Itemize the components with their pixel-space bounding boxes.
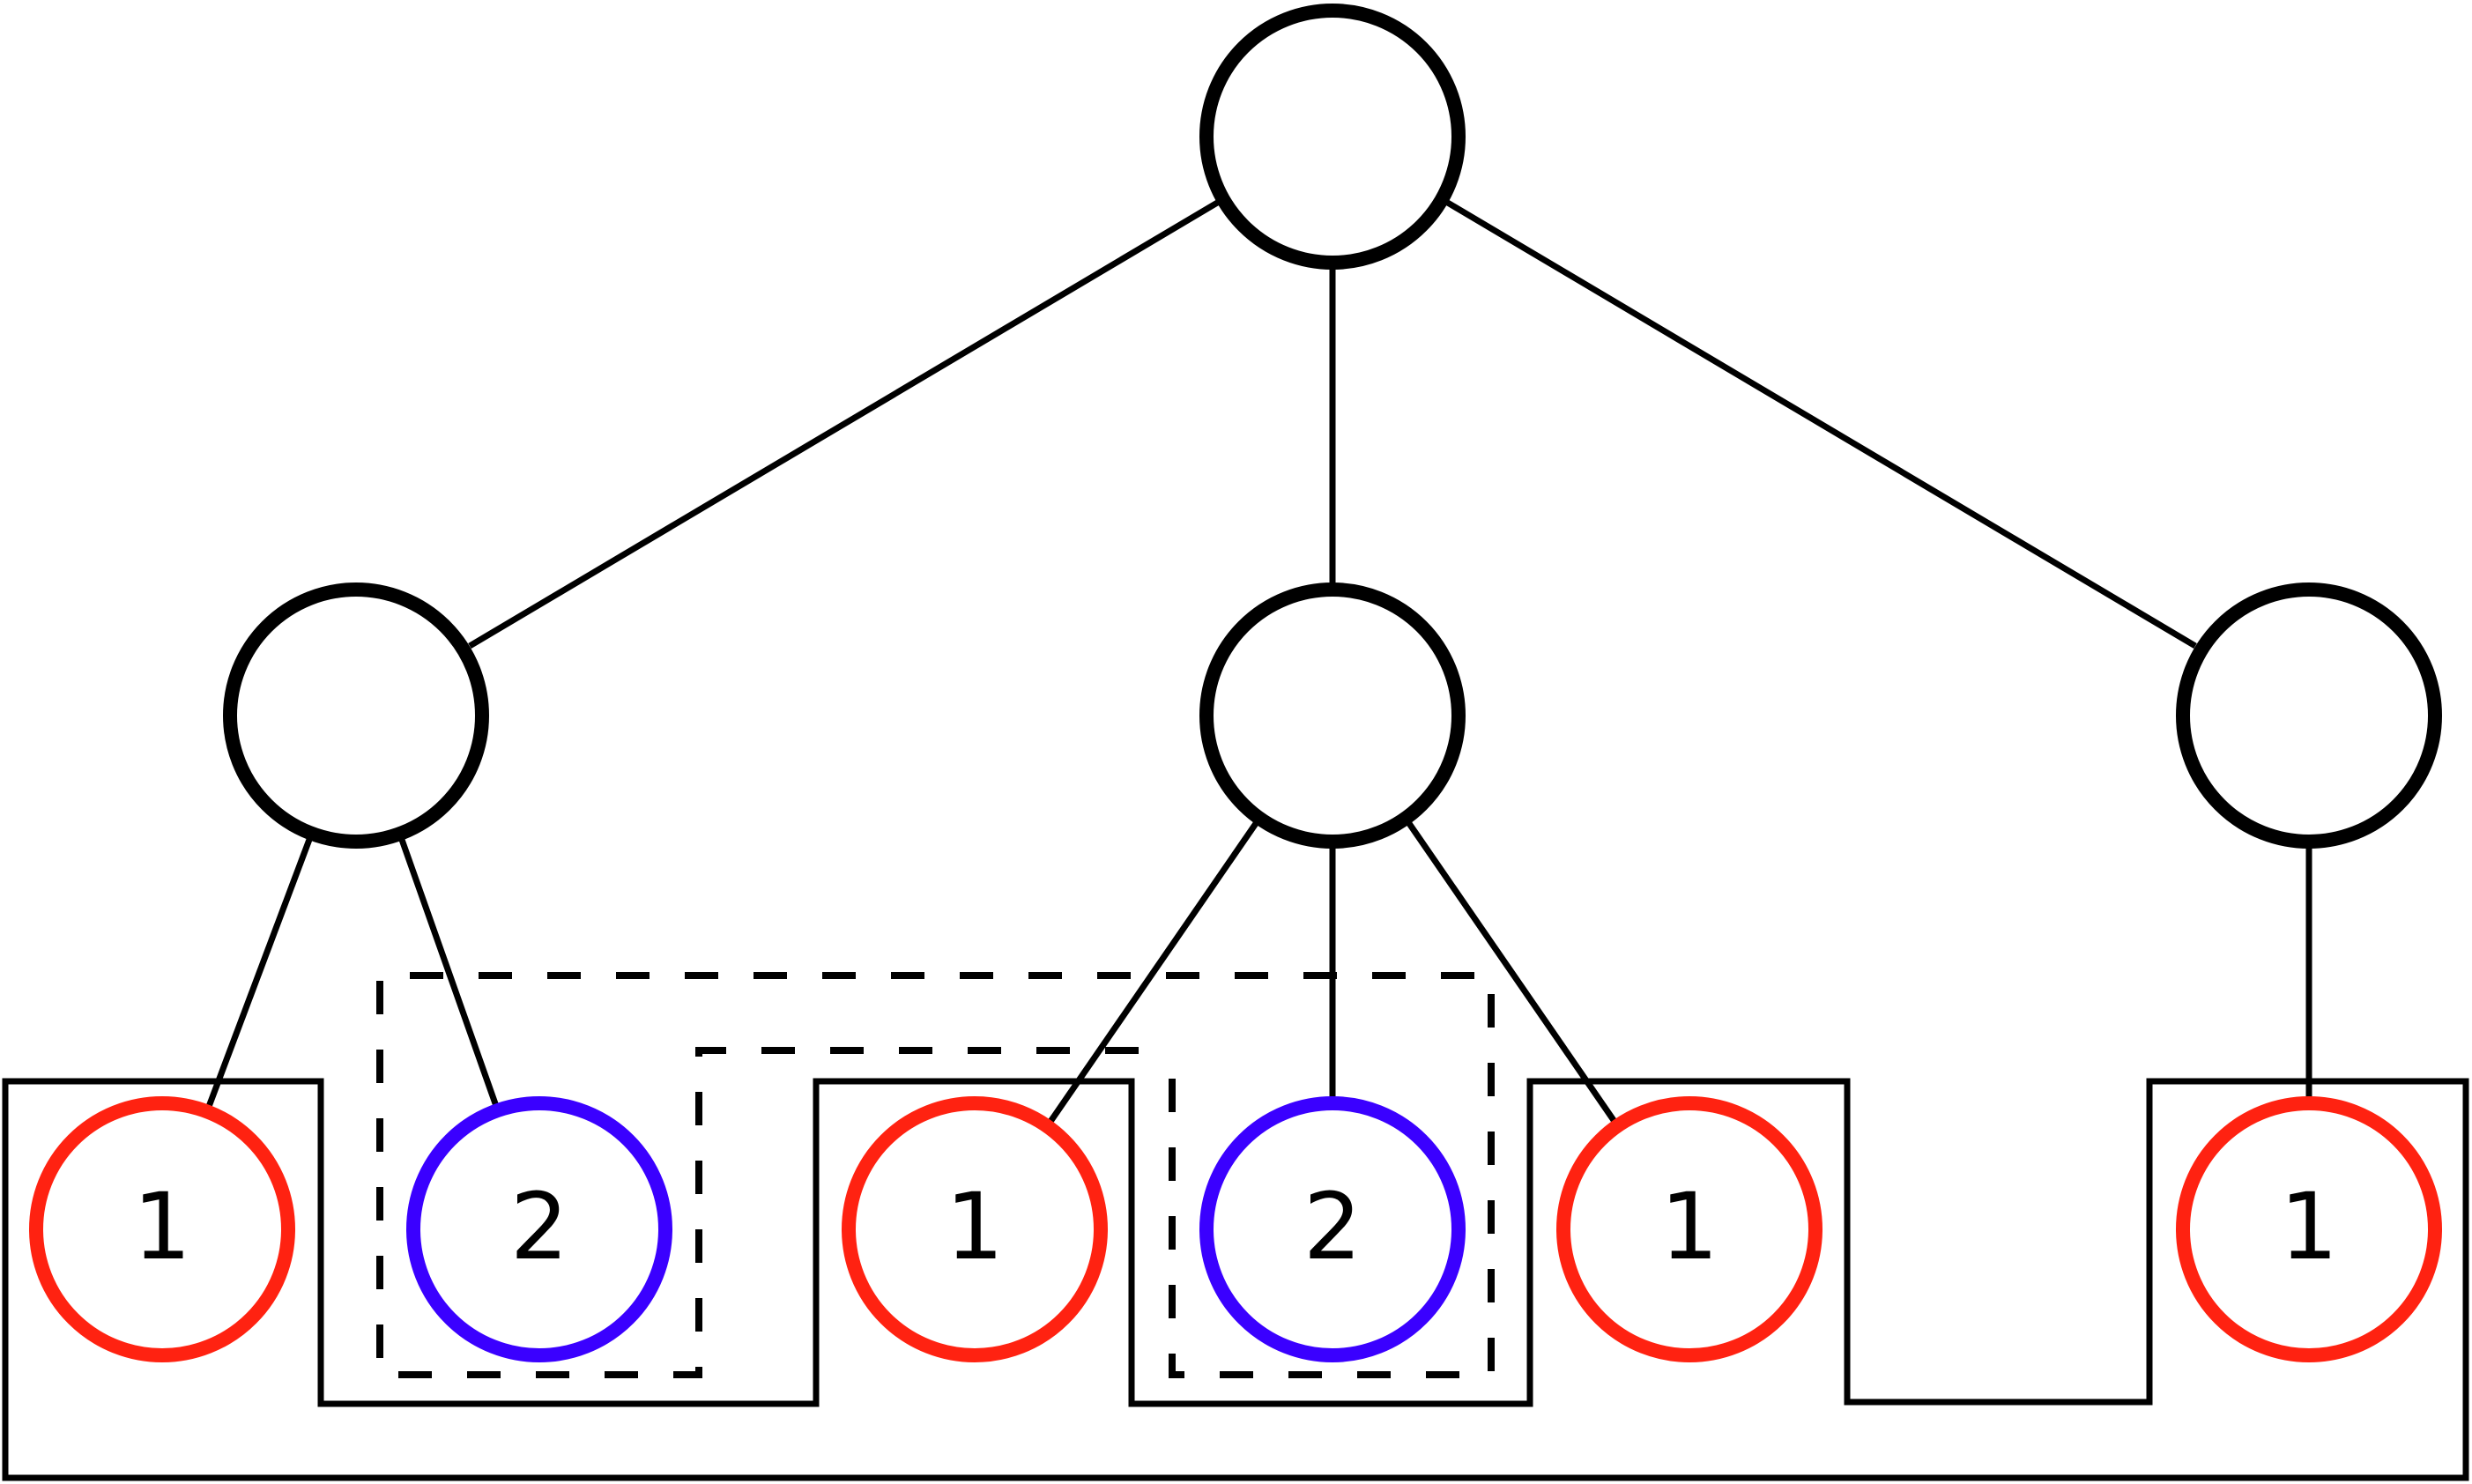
edge-middle-leaf-3 <box>1045 820 1259 1127</box>
leaf-label: 1 <box>133 1173 191 1280</box>
internal-node-right <box>2176 582 2442 849</box>
leaf-label: 1 <box>2280 1173 2338 1280</box>
edge-left-leaf-2 <box>397 835 501 1110</box>
leaf-node: 1 <box>842 1096 1108 1362</box>
leaf-circle <box>2176 1096 2442 1362</box>
leaf-label: 1 <box>1660 1173 1719 1280</box>
group-outline-value-1 <box>2 1078 2469 1481</box>
leaf-label: 2 <box>510 1173 568 1280</box>
internal-node-middle <box>1199 582 1466 849</box>
leaf-circle <box>29 1096 295 1362</box>
leaf-node: 1 <box>29 1096 295 1362</box>
edge-middle-leaf-5 <box>1406 820 1620 1127</box>
leaf-node: 2 <box>1199 1096 1466 1362</box>
edge-root-right <box>1444 198 2197 649</box>
edge-left-leaf-1 <box>204 835 314 1113</box>
leaf-circle <box>1199 1096 1466 1362</box>
leaf-circle <box>1556 1096 1822 1362</box>
leaf-circle <box>406 1096 672 1362</box>
root-node <box>1199 4 1466 270</box>
leaf-circle <box>842 1096 1108 1362</box>
leaf-label: 1 <box>946 1173 1004 1280</box>
leaf-label: 2 <box>1303 1173 1362 1280</box>
leaf-node: 1 <box>2176 1096 2442 1362</box>
leaf-node: 2 <box>406 1096 672 1362</box>
internal-node-left <box>223 582 489 849</box>
edge-root-left <box>468 198 1221 649</box>
leaf-node: 1 <box>1556 1096 1822 1362</box>
